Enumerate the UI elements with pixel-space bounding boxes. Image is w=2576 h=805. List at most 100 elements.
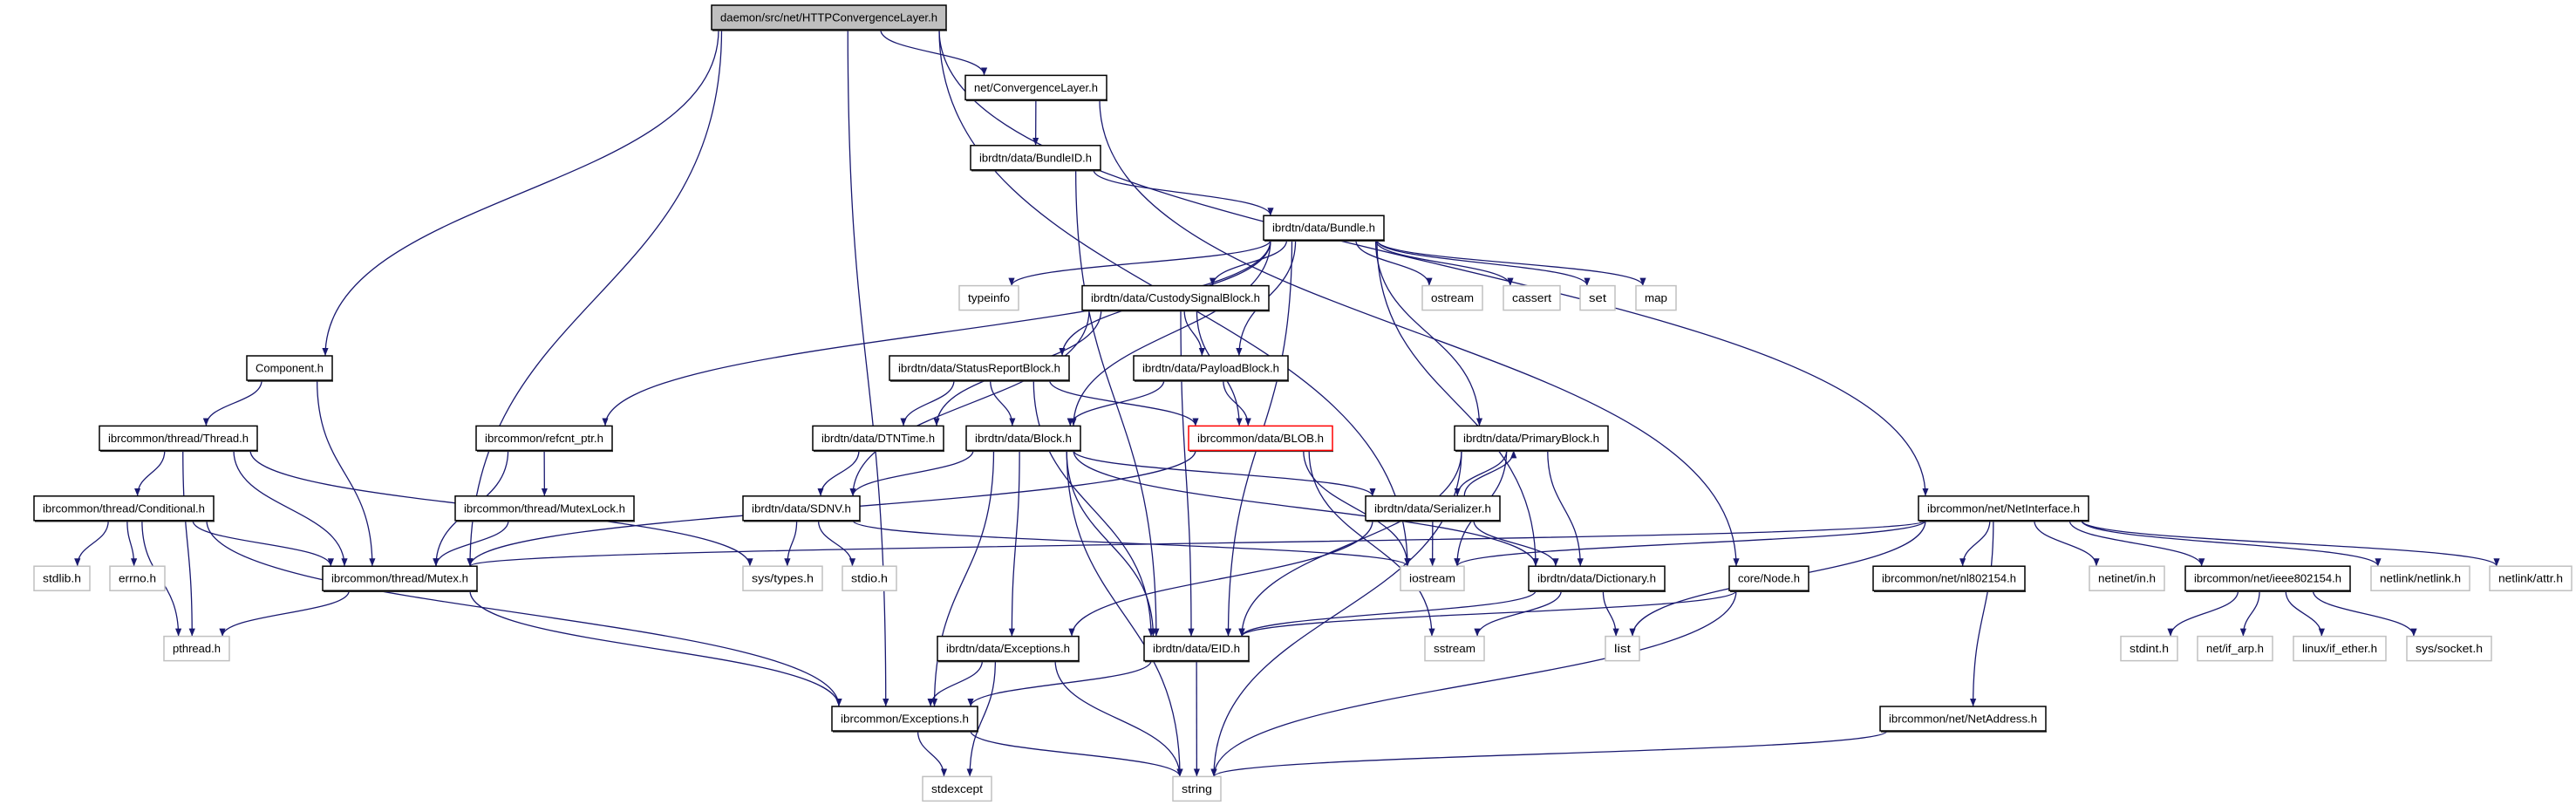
node-node[interactable]: core/Node.h bbox=[1728, 565, 1809, 592]
node-ostream[interactable]: ostream bbox=[1421, 284, 1483, 311]
node-box bbox=[2489, 565, 2573, 591]
node-errno[interactable]: errno.h bbox=[109, 565, 166, 591]
edge-block-to-sdnv bbox=[849, 450, 974, 496]
node-label: ibrdtn/data/Serializer.h bbox=[1374, 501, 1491, 515]
node-block[interactable]: ibrdtn/data/Block.h bbox=[965, 425, 1081, 453]
node-box bbox=[322, 565, 478, 591]
node-map[interactable]: map bbox=[1635, 284, 1677, 311]
edge-serializer-to-dictionary bbox=[1473, 520, 1559, 567]
node-box bbox=[1872, 565, 2026, 591]
node-stdexcept[interactable]: stdexcept bbox=[922, 775, 992, 802]
node-serializer[interactable]: ibrdtn/data/Serializer.h bbox=[1365, 495, 1501, 522]
node-label: ibrcommon/thread/Thread.h bbox=[108, 432, 249, 445]
node-dtntime[interactable]: ibrdtn/data/DTNTime.h bbox=[812, 425, 944, 453]
node-custody[interactable]: ibrdtn/data/CustodySignalBlock.h bbox=[1081, 284, 1270, 312]
node-nl802154[interactable]: ibrcommon/net/nl802154.h bbox=[1872, 565, 2026, 592]
node-socket[interactable]: sys/socket.h bbox=[2406, 635, 2492, 662]
node-sdnv[interactable]: ibrdtn/data/SDNV.h bbox=[742, 495, 861, 522]
node-stdint[interactable]: stdint.h bbox=[2120, 635, 2178, 662]
node-pthread[interactable]: pthread.h bbox=[163, 635, 230, 662]
node-label: ibrcommon/net/NetAddress.h bbox=[1889, 713, 2037, 726]
edge-dtnexceptions-to-string bbox=[1054, 660, 1183, 777]
node-stdlib[interactable]: stdlib.h bbox=[33, 565, 91, 591]
node-label: ibrcommon/thread/Mutex.h bbox=[331, 572, 468, 585]
node-mutex[interactable]: ibrcommon/thread/Mutex.h bbox=[322, 565, 478, 592]
node-mutexlock[interactable]: ibrcommon/thread/MutexLock.h bbox=[454, 495, 635, 522]
edge-root-to-mutex bbox=[467, 29, 723, 567]
node-netinterface[interactable]: ibrcommon/net/NetInterface.h bbox=[1918, 495, 2089, 522]
node-payload[interactable]: ibrdtn/data/PayloadBlock.h bbox=[1133, 355, 1289, 382]
node-exceptions[interactable]: ibrcommon/Exceptions.h bbox=[831, 706, 978, 733]
node-box bbox=[1579, 284, 1616, 311]
edge-netinterface-to-netaddress bbox=[1970, 520, 1994, 707]
node-list[interactable]: list bbox=[1605, 635, 1640, 662]
node-label: ibrdtn/data/Dictionary.h bbox=[1537, 572, 1656, 585]
node-iostream[interactable]: iostream bbox=[1400, 565, 1465, 591]
node-box bbox=[958, 284, 1019, 311]
node-sstream[interactable]: sstream bbox=[1424, 635, 1485, 662]
node-box bbox=[1133, 355, 1289, 381]
node-refcnt[interactable]: ibrcommon/refcnt_ptr.h bbox=[475, 425, 613, 453]
node-netinetin[interactable]: netinet/in.h bbox=[2089, 565, 2165, 591]
edge-dictionary-to-sstream bbox=[1474, 590, 1562, 637]
edge-bundle-to-typeinfo bbox=[1008, 239, 1271, 286]
edge-payload-to-blob bbox=[1223, 379, 1251, 426]
node-label: Component.h bbox=[256, 362, 324, 375]
node-systypes[interactable]: sys/types.h bbox=[742, 565, 823, 591]
node-attr[interactable]: netlink/attr.h bbox=[2489, 565, 2573, 591]
edge-mutex-to-exceptions bbox=[469, 590, 842, 707]
node-blob[interactable]: ibrcommon/data/BLOB.h bbox=[1188, 425, 1333, 453]
node-box bbox=[2120, 635, 2178, 662]
node-ifether[interactable]: linux/if_ether.h bbox=[2293, 635, 2387, 662]
node-label: ibrcommon/net/NetInterface.h bbox=[1927, 501, 2080, 515]
edge-bundle-to-primary bbox=[1374, 240, 1483, 426]
node-ifarp[interactable]: net/if_arp.h bbox=[2197, 635, 2273, 662]
node-conditional[interactable]: ibrcommon/thread/Conditional.h bbox=[33, 495, 215, 522]
node-label: ibrdtn/data/SDNV.h bbox=[752, 501, 851, 515]
edge-statusreport-to-blob bbox=[1048, 379, 1199, 426]
node-label: ibrdtn/data/CustodySignalBlock.h bbox=[1091, 291, 1260, 304]
edge-bundle-to-cassert bbox=[1374, 240, 1514, 286]
node-stdio[interactable]: stdio.h bbox=[842, 565, 897, 591]
node-cassert[interactable]: cassert bbox=[1503, 284, 1561, 311]
node-root[interactable]: daemon/src/net/HTTPConvergenceLayer.h bbox=[711, 4, 947, 31]
node-dtnexceptions[interactable]: ibrdtn/data/Exceptions.h bbox=[937, 635, 1080, 663]
node-dictionary[interactable]: ibrdtn/data/Dictionary.h bbox=[1528, 565, 1666, 592]
node-netaddress[interactable]: ibrcommon/net/NetAddress.h bbox=[1879, 706, 2047, 733]
node-label: ibrdtn/data/PayloadBlock.h bbox=[1142, 362, 1279, 375]
node-ieee802154[interactable]: ibrcommon/net/ieee802154.h bbox=[2184, 565, 2351, 592]
edge-netaddress-to-string bbox=[1210, 730, 1888, 777]
edge-blob-to-sstream bbox=[1308, 450, 1435, 637]
edge-conditional-to-exceptions bbox=[206, 520, 842, 707]
node-component[interactable]: Component.h bbox=[246, 355, 333, 382]
node-bundle[interactable]: ibrdtn/data/Bundle.h bbox=[1263, 215, 1385, 242]
node-box bbox=[454, 495, 635, 522]
edge-dtntime-to-sdnv bbox=[817, 450, 860, 496]
node-label: net/ConvergenceLayer.h bbox=[974, 81, 1098, 94]
edge-netinterface-to-iostream bbox=[1454, 520, 1926, 567]
node-box bbox=[742, 495, 861, 522]
node-label: net/if_arp.h bbox=[2206, 642, 2264, 655]
node-set[interactable]: set bbox=[1579, 284, 1616, 311]
node-netlink[interactable]: netlink/netlink.h bbox=[2370, 565, 2470, 591]
edge-root-to-netinterface bbox=[938, 29, 1929, 496]
node-convlayer[interactable]: net/ConvergenceLayer.h bbox=[964, 74, 1107, 102]
node-string[interactable]: string bbox=[1172, 775, 1222, 802]
node-primary[interactable]: ibrdtn/data/PrimaryBlock.h bbox=[1454, 425, 1609, 453]
node-label: ibrcommon/data/BLOB.h bbox=[1197, 432, 1324, 445]
node-typeinfo[interactable]: typeinfo bbox=[958, 284, 1019, 311]
node-box bbox=[812, 425, 944, 452]
node-box bbox=[831, 706, 978, 732]
edge-sdnv-to-stdio bbox=[817, 520, 856, 567]
node-label: ibrdtn/data/Block.h bbox=[975, 432, 1072, 445]
node-box bbox=[1635, 284, 1677, 311]
node-box bbox=[970, 145, 1101, 171]
node-statusreport[interactable]: ibrdtn/data/StatusReportBlock.h bbox=[889, 355, 1070, 382]
node-thread[interactable]: ibrcommon/thread/Thread.h bbox=[99, 425, 258, 453]
node-bundleid[interactable]: ibrdtn/data/BundleID.h bbox=[970, 145, 1101, 172]
node-label: sys/socket.h bbox=[2416, 642, 2483, 655]
edge-custody-to-payload bbox=[1183, 310, 1205, 357]
edge-block-to-dictionary bbox=[1073, 450, 1539, 567]
edge-blob-to-iostream bbox=[1303, 450, 1411, 567]
node-eid[interactable]: ibrdtn/data/EID.h bbox=[1143, 635, 1250, 663]
